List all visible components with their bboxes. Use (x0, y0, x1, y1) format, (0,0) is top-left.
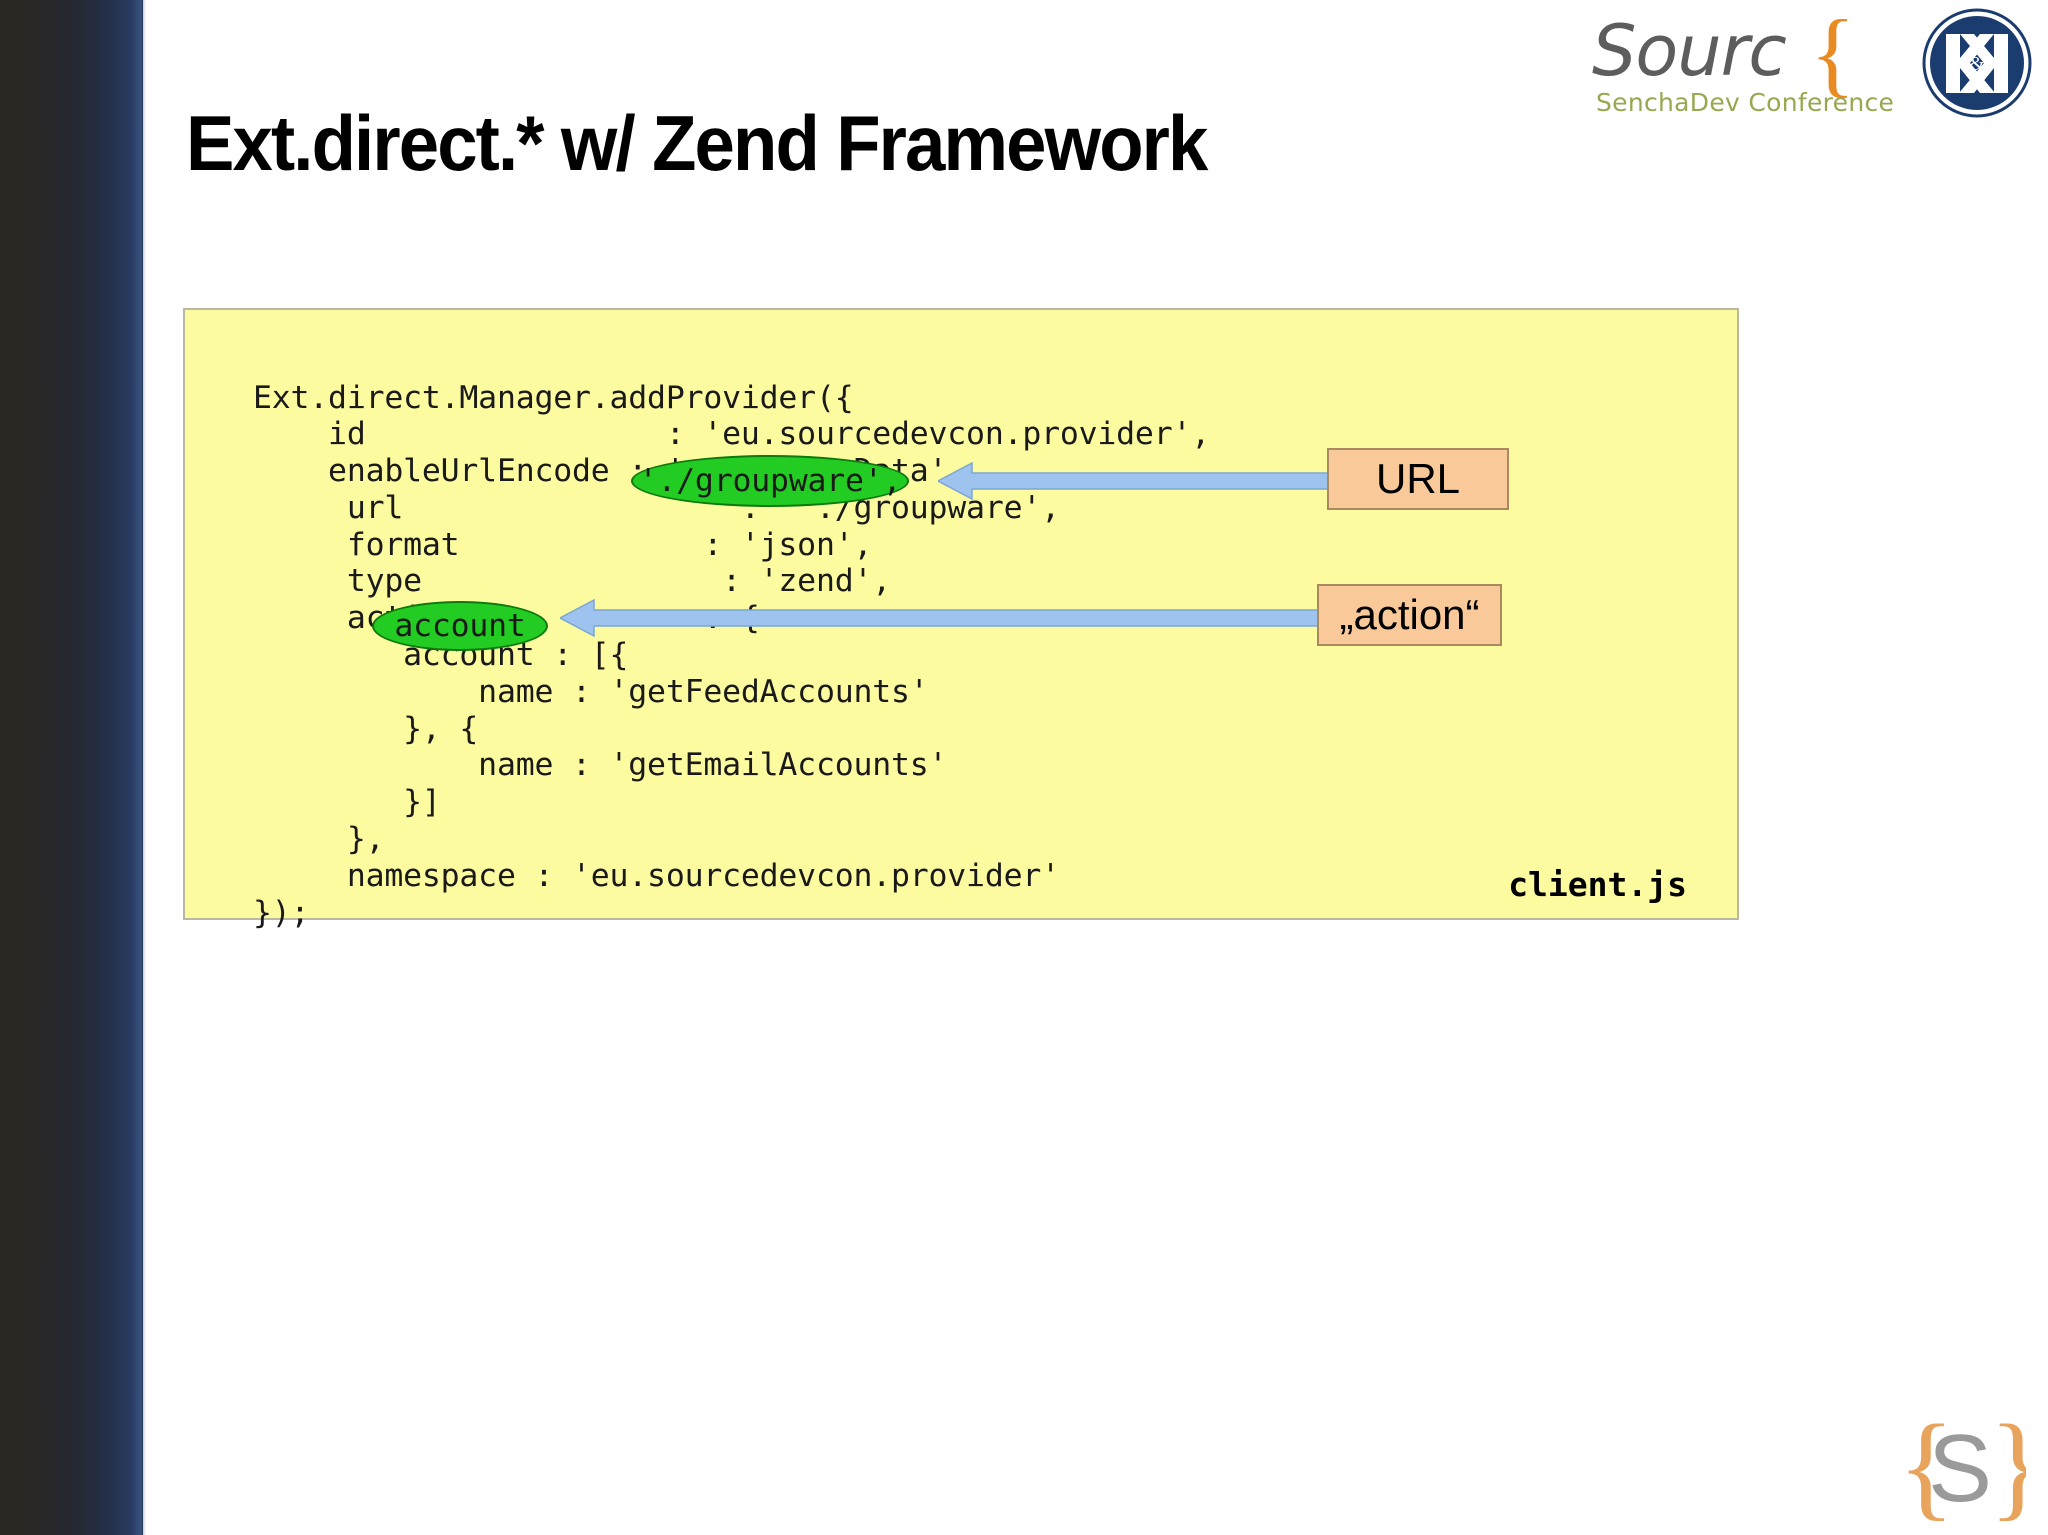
code-file-label: client.js (1508, 865, 1687, 904)
svg-text:{: { (1898, 1409, 1955, 1529)
kk-monogram-icon: & (1922, 8, 2032, 118)
logo-brace-icon: { (1810, 0, 1856, 106)
logo-tagline: SenchaDev Conference (1596, 88, 1895, 117)
logo-brand-word: Sourc (1592, 10, 1787, 92)
svg-text:&: & (1969, 53, 1985, 75)
highlight-action-text: account (394, 608, 526, 644)
callout-url-label: URL (1375, 455, 1461, 502)
page-title: Ext.direct.* w/ Zend Framework (186, 99, 1208, 187)
svg-text:S: S (1928, 1415, 1992, 1522)
arrow-action-icon (560, 598, 1330, 638)
svg-text:}: } (1989, 1409, 2026, 1529)
code-block: Ext.direct.Manager.addProvider({ id : 'e… (253, 379, 1210, 931)
arrow-url-icon (938, 461, 1338, 501)
conference-logo: Sourc { SenchaDev Conference & (1592, 0, 2032, 122)
sourcedevcon-watermark-icon: { } S (1898, 1409, 2026, 1529)
callout-url: URL (1327, 448, 1509, 510)
callout-action: „action“ (1317, 584, 1502, 646)
sidebar-edge-highlight (143, 0, 146, 1535)
callout-action-label: „action“ (1339, 591, 1480, 638)
highlight-ellipse-url: './groupware', (631, 455, 909, 507)
highlight-ellipse-action: account (372, 601, 548, 651)
slide-left-sidebar (0, 0, 143, 1535)
highlight-url-text: './groupware', (638, 463, 902, 499)
